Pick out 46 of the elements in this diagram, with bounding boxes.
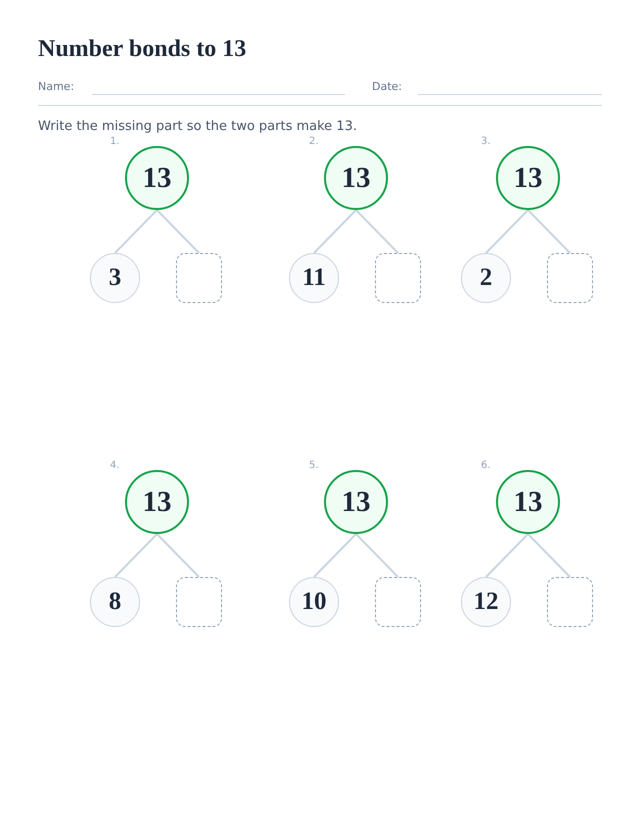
field-label: Name: (38, 80, 74, 94)
number-text: 13 (342, 163, 370, 193)
problem-number: 3. (481, 136, 491, 148)
connector-line (156, 533, 200, 578)
problem-number: 1. (110, 136, 120, 148)
problem-number: 4. (110, 460, 120, 472)
answer-box (547, 253, 593, 303)
number-text: 13 (514, 487, 542, 517)
connector-line (527, 209, 571, 254)
connector-line (114, 209, 158, 254)
number-text: 8 (108, 589, 122, 615)
connector-line (313, 209, 357, 254)
problem-number: 6. (481, 460, 491, 472)
number-text: 10 (302, 589, 326, 615)
number-text: 13 (142, 487, 172, 517)
number-text: 11 (302, 265, 326, 291)
connector-line (114, 533, 158, 578)
part-circle (289, 253, 339, 303)
number-text: 13 (514, 163, 542, 193)
problem-number: 2. (309, 136, 319, 148)
part-circle (289, 577, 339, 627)
number-text: 13 (142, 163, 172, 193)
answer-box (375, 577, 421, 627)
connector-line (355, 209, 399, 254)
connector-line (485, 533, 529, 578)
instruction-text: Write the missing part so the two parts make 13. (38, 119, 357, 135)
problem-number: 5. (309, 460, 319, 472)
part-circle (90, 253, 140, 303)
number-text: 2 (480, 265, 492, 291)
worksheet-title: Number bonds to 13 (38, 35, 246, 63)
number-text: 3 (108, 265, 122, 291)
connector-line (355, 533, 399, 578)
part-circle (90, 577, 140, 627)
answer-box (176, 253, 222, 303)
number-text: 12 (474, 589, 498, 615)
answer-box (176, 577, 222, 627)
connector-line (527, 533, 571, 578)
field-label: Date: (372, 80, 402, 94)
part-circle (461, 577, 511, 627)
answer-box (547, 577, 593, 627)
connector-line (485, 209, 529, 254)
connector-line (313, 533, 357, 578)
part-circle (461, 253, 511, 303)
connector-line (156, 209, 200, 254)
number-text: 13 (342, 487, 370, 517)
answer-box (375, 253, 421, 303)
